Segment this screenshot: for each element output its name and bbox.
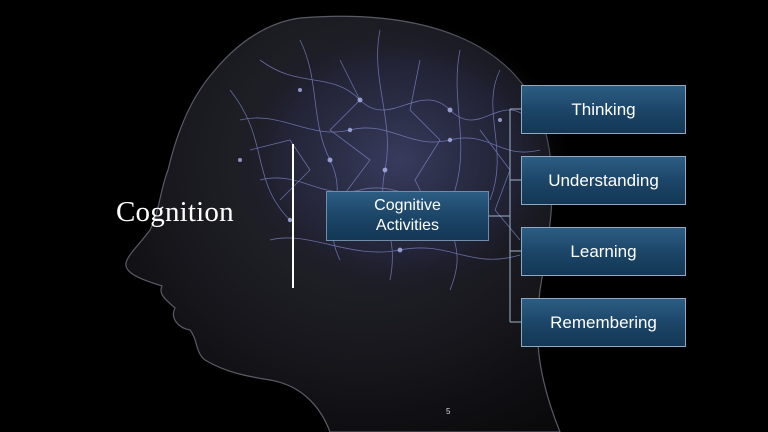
thinking-label: Thinking [571,99,636,119]
cognitive-activities-box: Cognitive Activities [326,191,489,241]
thinking-box: Thinking [521,85,686,134]
center-label: Cognitive Activities [374,197,441,234]
remembering-label: Remembering [550,312,657,332]
understanding-label: Understanding [548,170,659,190]
learning-box: Learning [521,227,686,276]
slide-title: Cognition [116,196,234,228]
remembering-box: Remembering [521,298,686,347]
learning-label: Learning [570,241,637,261]
vertical-divider [292,144,294,288]
understanding-box: Understanding [521,156,686,205]
connector-lines [489,108,521,323]
page-number: 5 [446,407,451,416]
